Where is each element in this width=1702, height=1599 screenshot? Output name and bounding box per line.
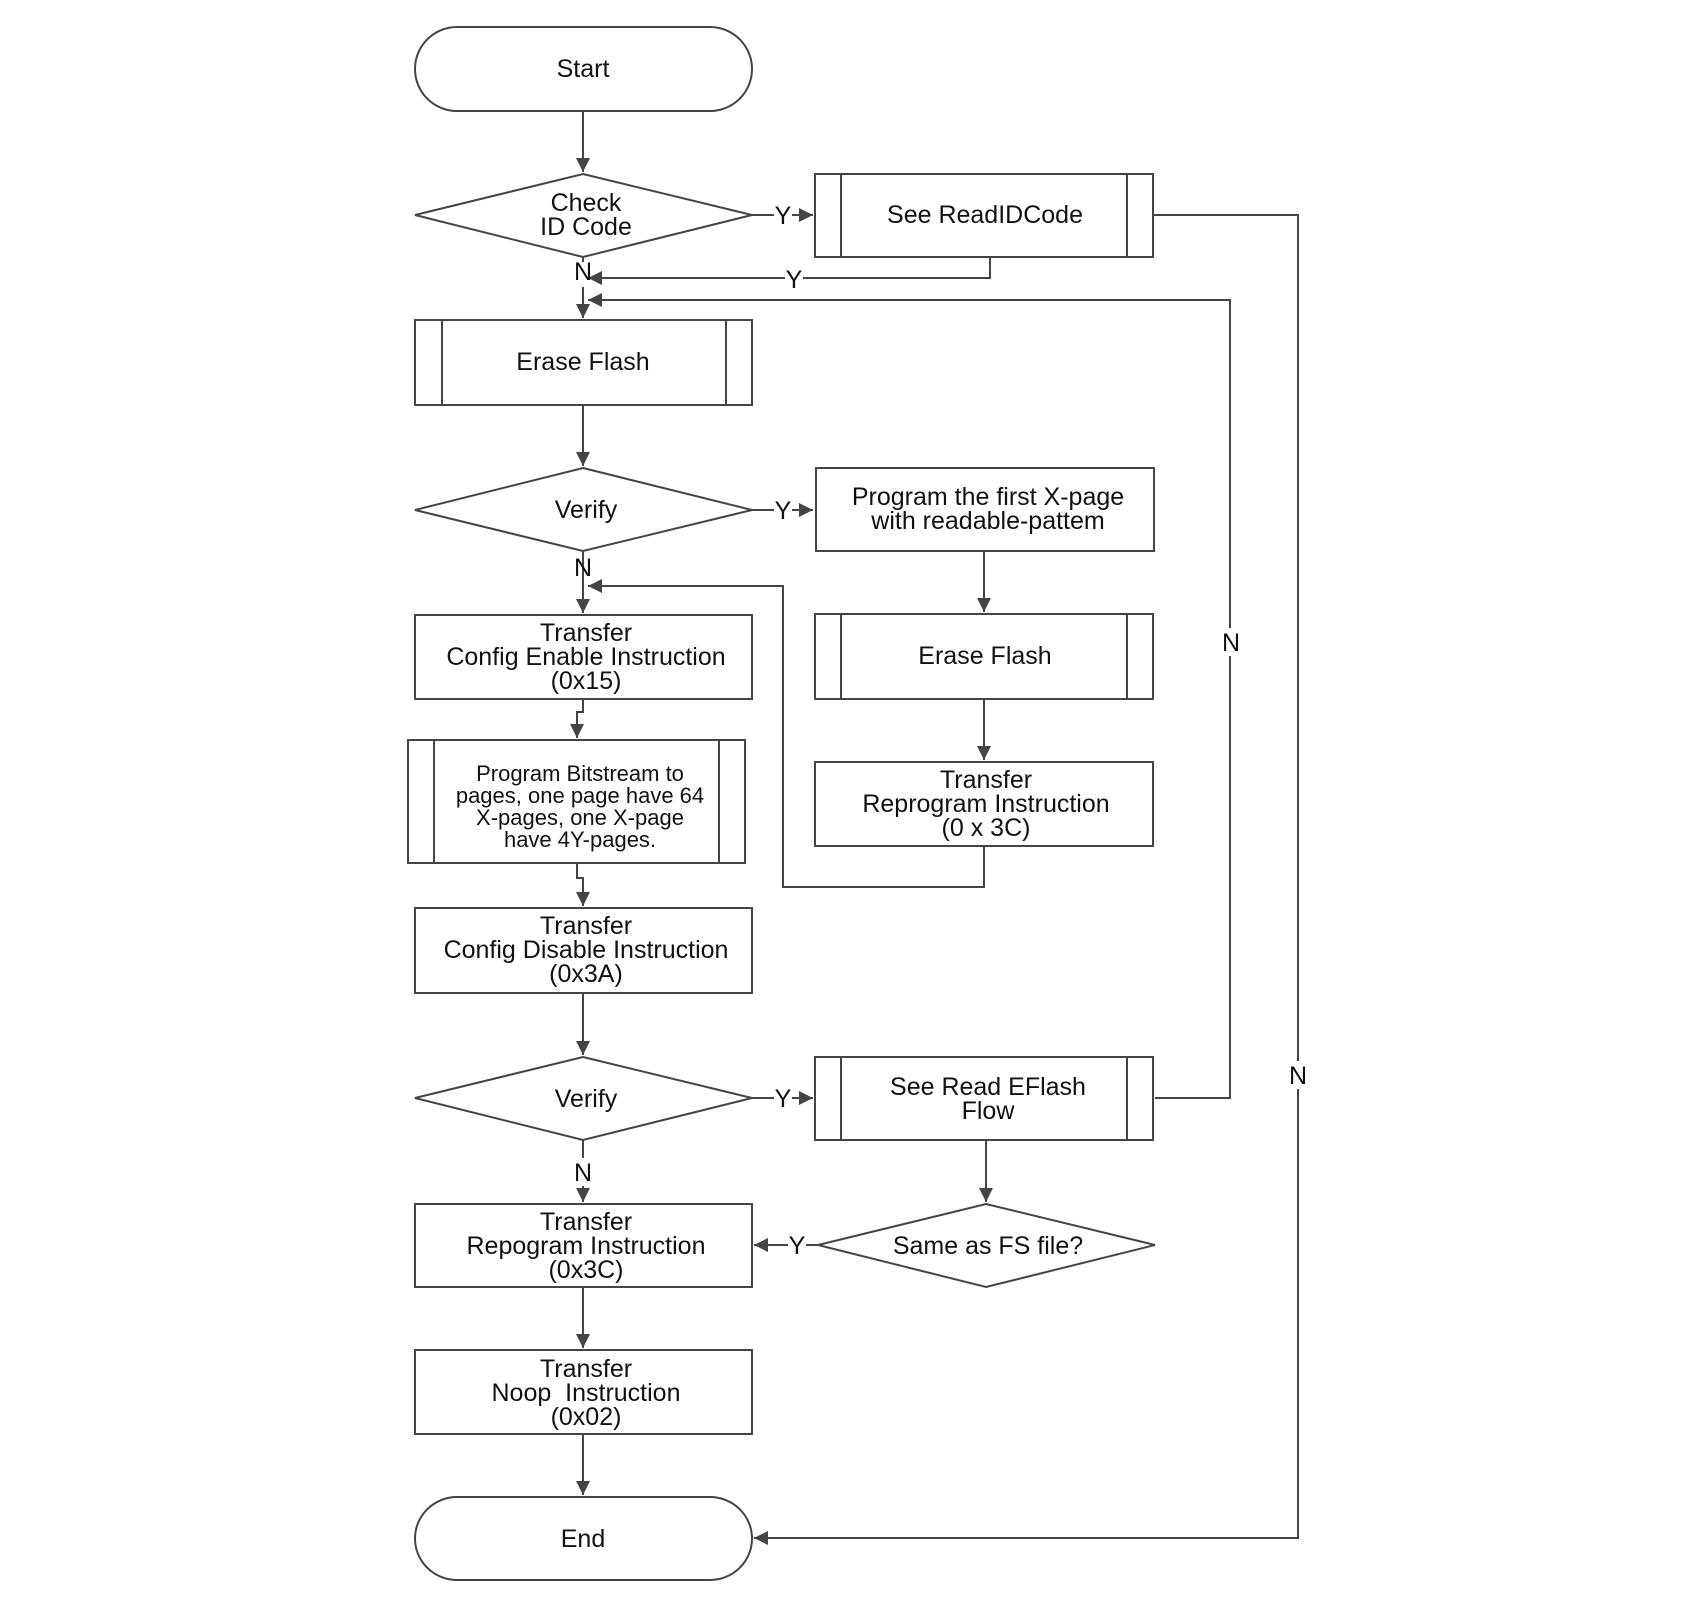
label-readid-no: N [1289, 1062, 1307, 1090]
node-see-read-eflash: See Read EFlash Flow [814, 1056, 1154, 1141]
node-erase-flash-2: Erase Flash [814, 613, 1154, 700]
node-program-first-label-1: Program the first X-page [852, 483, 1124, 511]
node-config-enable-label-3: (0x15) [551, 667, 622, 695]
node-program-first-xpage: Program the first X-page with readable-p… [815, 467, 1155, 552]
node-erase-flash-1: Erase Flash [414, 319, 753, 406]
edge-labels: Y N Y Y N N Y N N Y [571, 202, 1309, 1260]
node-bitstream-label-3: X-pages, one X-page [476, 805, 684, 830]
node-verify2-label: Verify [555, 1085, 618, 1113]
node-see-readidcode: See ReadIDCode [814, 173, 1154, 258]
node-readid-label: See ReadIDCode [887, 201, 1083, 229]
node-erase2-label: Erase Flash [918, 642, 1051, 670]
node-erase1-label: Erase Flash [516, 348, 649, 376]
node-config-enable-label-1: Transfer [540, 619, 632, 647]
node-check-id-label-2: ID Code [540, 213, 632, 241]
edge-readid-no [754, 214, 1299, 1545]
node-verify-2: Verify [414, 1055, 753, 1142]
node-noop-label-2: Noop Instruction [492, 1379, 681, 1407]
node-transfer-reprogram-right: Transfer Reprogram Instruction (0 x 3C) [814, 761, 1154, 847]
edge-eflash-no-loop [588, 293, 1231, 1099]
node-program-bitstream: Program Bitstream to pages, one page hav… [407, 739, 746, 864]
node-repogram-label-1: Transfer [540, 1208, 632, 1236]
edge-enable-bitstream [570, 699, 584, 738]
edge-bitstream-disable [576, 863, 590, 906]
node-verify-1: Verify [414, 466, 753, 553]
edge-readid-yes [588, 257, 991, 285]
node-same-fs-label: Same as FS file? [893, 1232, 1083, 1260]
node-noop-label-3: (0x02) [551, 1403, 622, 1431]
node-end-label: End [561, 1525, 605, 1553]
node-config-disable-label-1: Transfer [540, 912, 632, 940]
node-bitstream-label-4: have 4Y-pages. [504, 827, 656, 852]
node-read-eflash-label-2: Flow [962, 1097, 1016, 1125]
label-samefs-yes: Y [789, 1232, 806, 1260]
label-verify2-no: N [574, 1159, 592, 1187]
node-start-label: Start [557, 55, 610, 83]
node-config-disable-label-2: Config Disable Instruction [444, 936, 729, 964]
node-same-as-fs-file: Same as FS file? [817, 1202, 1156, 1289]
node-reprogram-right-label-1: Transfer [940, 766, 1032, 794]
node-config-disable-label-3: (0x3A) [549, 960, 623, 988]
node-reprogram-right-label-2: Reprogram Instruction [862, 790, 1109, 818]
label-verify1-no: N [574, 554, 592, 582]
node-program-first-label-2: with readable-pattem [870, 507, 1104, 535]
node-transfer-noop: Transfer Noop Instruction (0x02) [414, 1349, 753, 1435]
node-noop-label-1: Transfer [540, 1355, 632, 1383]
label-check-no: N [574, 258, 592, 286]
node-config-enable-label-2: Config Enable Instruction [446, 643, 725, 671]
label-eflash-no: N [1222, 629, 1240, 657]
node-bitstream-label-2: pages, one page have 64 [456, 783, 704, 808]
node-verify1-label: Verify [555, 496, 618, 524]
node-start: Start [414, 26, 753, 112]
node-read-eflash-label-1: See Read EFlash [890, 1073, 1086, 1101]
label-verify1-yes: Y [775, 497, 792, 525]
node-reprogram-right-label-3: (0 x 3C) [942, 814, 1031, 842]
node-transfer-repogram: Transfer Repogram Instruction (0x3C) [414, 1203, 753, 1288]
node-check-id-label-1: Check [551, 189, 622, 217]
node-transfer-config-disable: Transfer Config Disable Instruction (0x3… [414, 907, 753, 994]
node-end: End [414, 1496, 753, 1581]
node-bitstream-label-1: Program Bitstream to [476, 761, 684, 786]
node-repogram-label-3: (0x3C) [548, 1256, 623, 1284]
edge-reprogram-loop [588, 579, 985, 888]
node-transfer-config-enable: Transfer Config Enable Instruction (0x15… [414, 614, 753, 700]
label-verify2-yes: Y [775, 1085, 792, 1113]
label-readid-yes: Y [786, 266, 803, 294]
node-repogram-label-2: Repogram Instruction [466, 1232, 705, 1260]
label-check-yes: Y [775, 202, 792, 230]
connectors [570, 111, 1299, 1545]
node-check-id-code: Check ID Code [414, 172, 753, 259]
